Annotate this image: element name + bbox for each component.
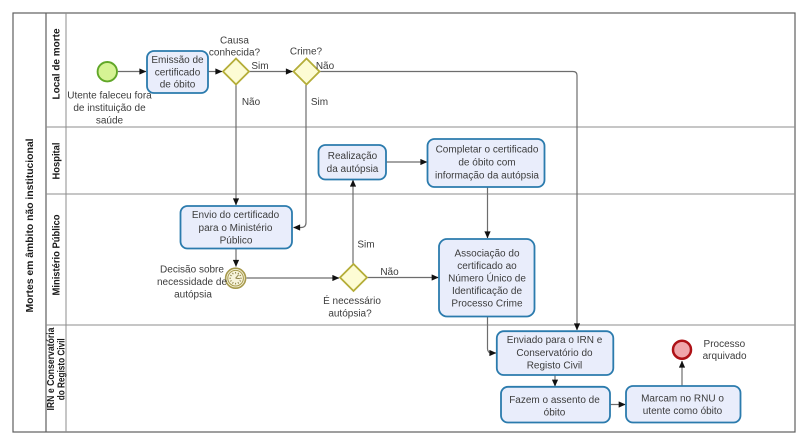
svg-text:Decisão sobre: Decisão sobre <box>160 265 224 276</box>
svg-text:Processo Crime: Processo Crime <box>451 299 523 310</box>
svg-text:Identificação de: Identificação de <box>452 286 522 297</box>
svg-text:Processo: Processo <box>704 339 746 350</box>
svg-text:para o Ministério: para o Ministério <box>199 223 273 234</box>
svg-text:autópsia?: autópsia? <box>328 309 372 320</box>
svg-text:Mortes em âmbito não instituci: Mortes em âmbito não institucional <box>25 138 36 312</box>
svg-text:É necessário: É necessário <box>323 294 381 307</box>
svg-text:Local de morte: Local de morte <box>51 28 62 100</box>
svg-text:Sim: Sim <box>311 97 328 108</box>
svg-text:Causa: Causa <box>220 36 249 47</box>
svg-text:Associação do: Associação do <box>454 249 519 260</box>
svg-text:Ministério Público: Ministério Público <box>51 214 62 295</box>
svg-text:Enviado para o IRN e: Enviado para o IRN e <box>507 335 603 346</box>
svg-text:Conservatório do: Conservatório do <box>516 348 593 359</box>
svg-text:do Registo Civil: do Registo Civil <box>57 338 68 400</box>
svg-text:Sim: Sim <box>251 61 268 72</box>
svg-text:da autópsia: da autópsia <box>327 164 379 175</box>
svg-text:certificado: certificado <box>155 67 201 78</box>
svg-text:Marcam no RNU o: Marcam no RNU o <box>641 393 724 404</box>
svg-text:de instituição de: de instituição de <box>73 103 146 114</box>
svg-text:de óbito com: de óbito com <box>458 157 515 168</box>
svg-text:autópsia: autópsia <box>174 290 212 301</box>
svg-text:conhecida?: conhecida? <box>209 47 261 58</box>
svg-text:certificado ao: certificado ao <box>457 261 517 272</box>
svg-text:Número Único de: Número Único de <box>448 272 526 285</box>
svg-text:Hospital: Hospital <box>51 142 62 179</box>
svg-text:Não: Não <box>316 61 335 72</box>
svg-text:Utente faleceu fora: Utente faleceu fora <box>67 91 152 102</box>
svg-text:Registo Civil: Registo Civil <box>527 361 583 372</box>
svg-text:Não: Não <box>380 267 399 278</box>
svg-text:Emissão de: Emissão de <box>151 55 204 66</box>
svg-text:arquivado: arquivado <box>703 351 747 362</box>
svg-text:informação da autópsia: informação da autópsia <box>435 171 539 182</box>
svg-text:Fazem o assento de: Fazem o assento de <box>509 395 600 406</box>
svg-text:Realização: Realização <box>328 151 378 162</box>
svg-text:Crime?: Crime? <box>290 47 323 58</box>
svg-text:Completar o certificado: Completar o certificado <box>436 144 539 155</box>
svg-text:Sim: Sim <box>357 240 374 251</box>
svg-text:necessidade de: necessidade de <box>157 277 227 288</box>
svg-text:saúde: saúde <box>96 116 124 127</box>
svg-text:utente como óbito: utente como óbito <box>643 406 723 417</box>
svg-text:Não: Não <box>242 97 261 108</box>
svg-text:óbito: óbito <box>544 408 566 419</box>
svg-text:IRN e Conservatória: IRN e Conservatória <box>46 327 57 410</box>
svg-text:de óbito: de óbito <box>160 80 196 91</box>
svg-text:Envio do certificado: Envio do certificado <box>192 210 280 221</box>
svg-text:Público: Público <box>220 236 253 247</box>
